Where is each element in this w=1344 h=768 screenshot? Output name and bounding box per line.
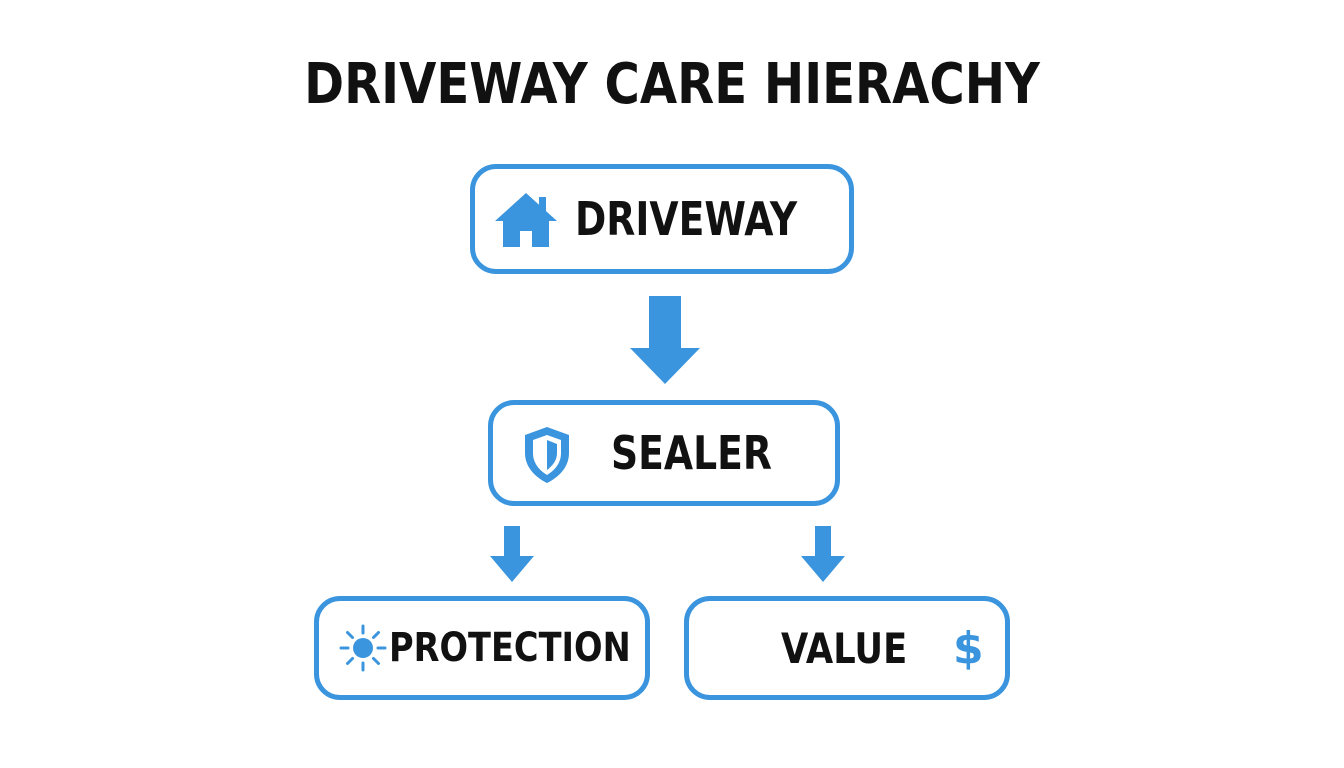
diagram-title: DRIVEWAY CARE HIERACHY — [304, 52, 1040, 117]
node-driveway: DRIVEWAY — [470, 164, 854, 274]
dollar-icon: $ — [953, 623, 984, 674]
node-sealer: SEALER — [488, 400, 840, 506]
arrow-driveway-to-sealer — [630, 296, 700, 384]
shield-icon — [525, 427, 569, 483]
house-icon — [495, 193, 557, 247]
node-value: VALUE $ — [684, 596, 1010, 700]
node-sealer-label: SEALER — [611, 426, 772, 480]
arrow-sealer-to-value — [801, 526, 845, 582]
node-driveway-label: DRIVEWAY — [575, 192, 798, 246]
node-protection-label: PROTECTION — [389, 625, 631, 671]
sun-icon — [339, 624, 387, 672]
node-protection: PROTECTION — [314, 596, 650, 700]
node-value-label: VALUE — [781, 623, 908, 673]
arrow-sealer-to-protection — [490, 526, 534, 582]
